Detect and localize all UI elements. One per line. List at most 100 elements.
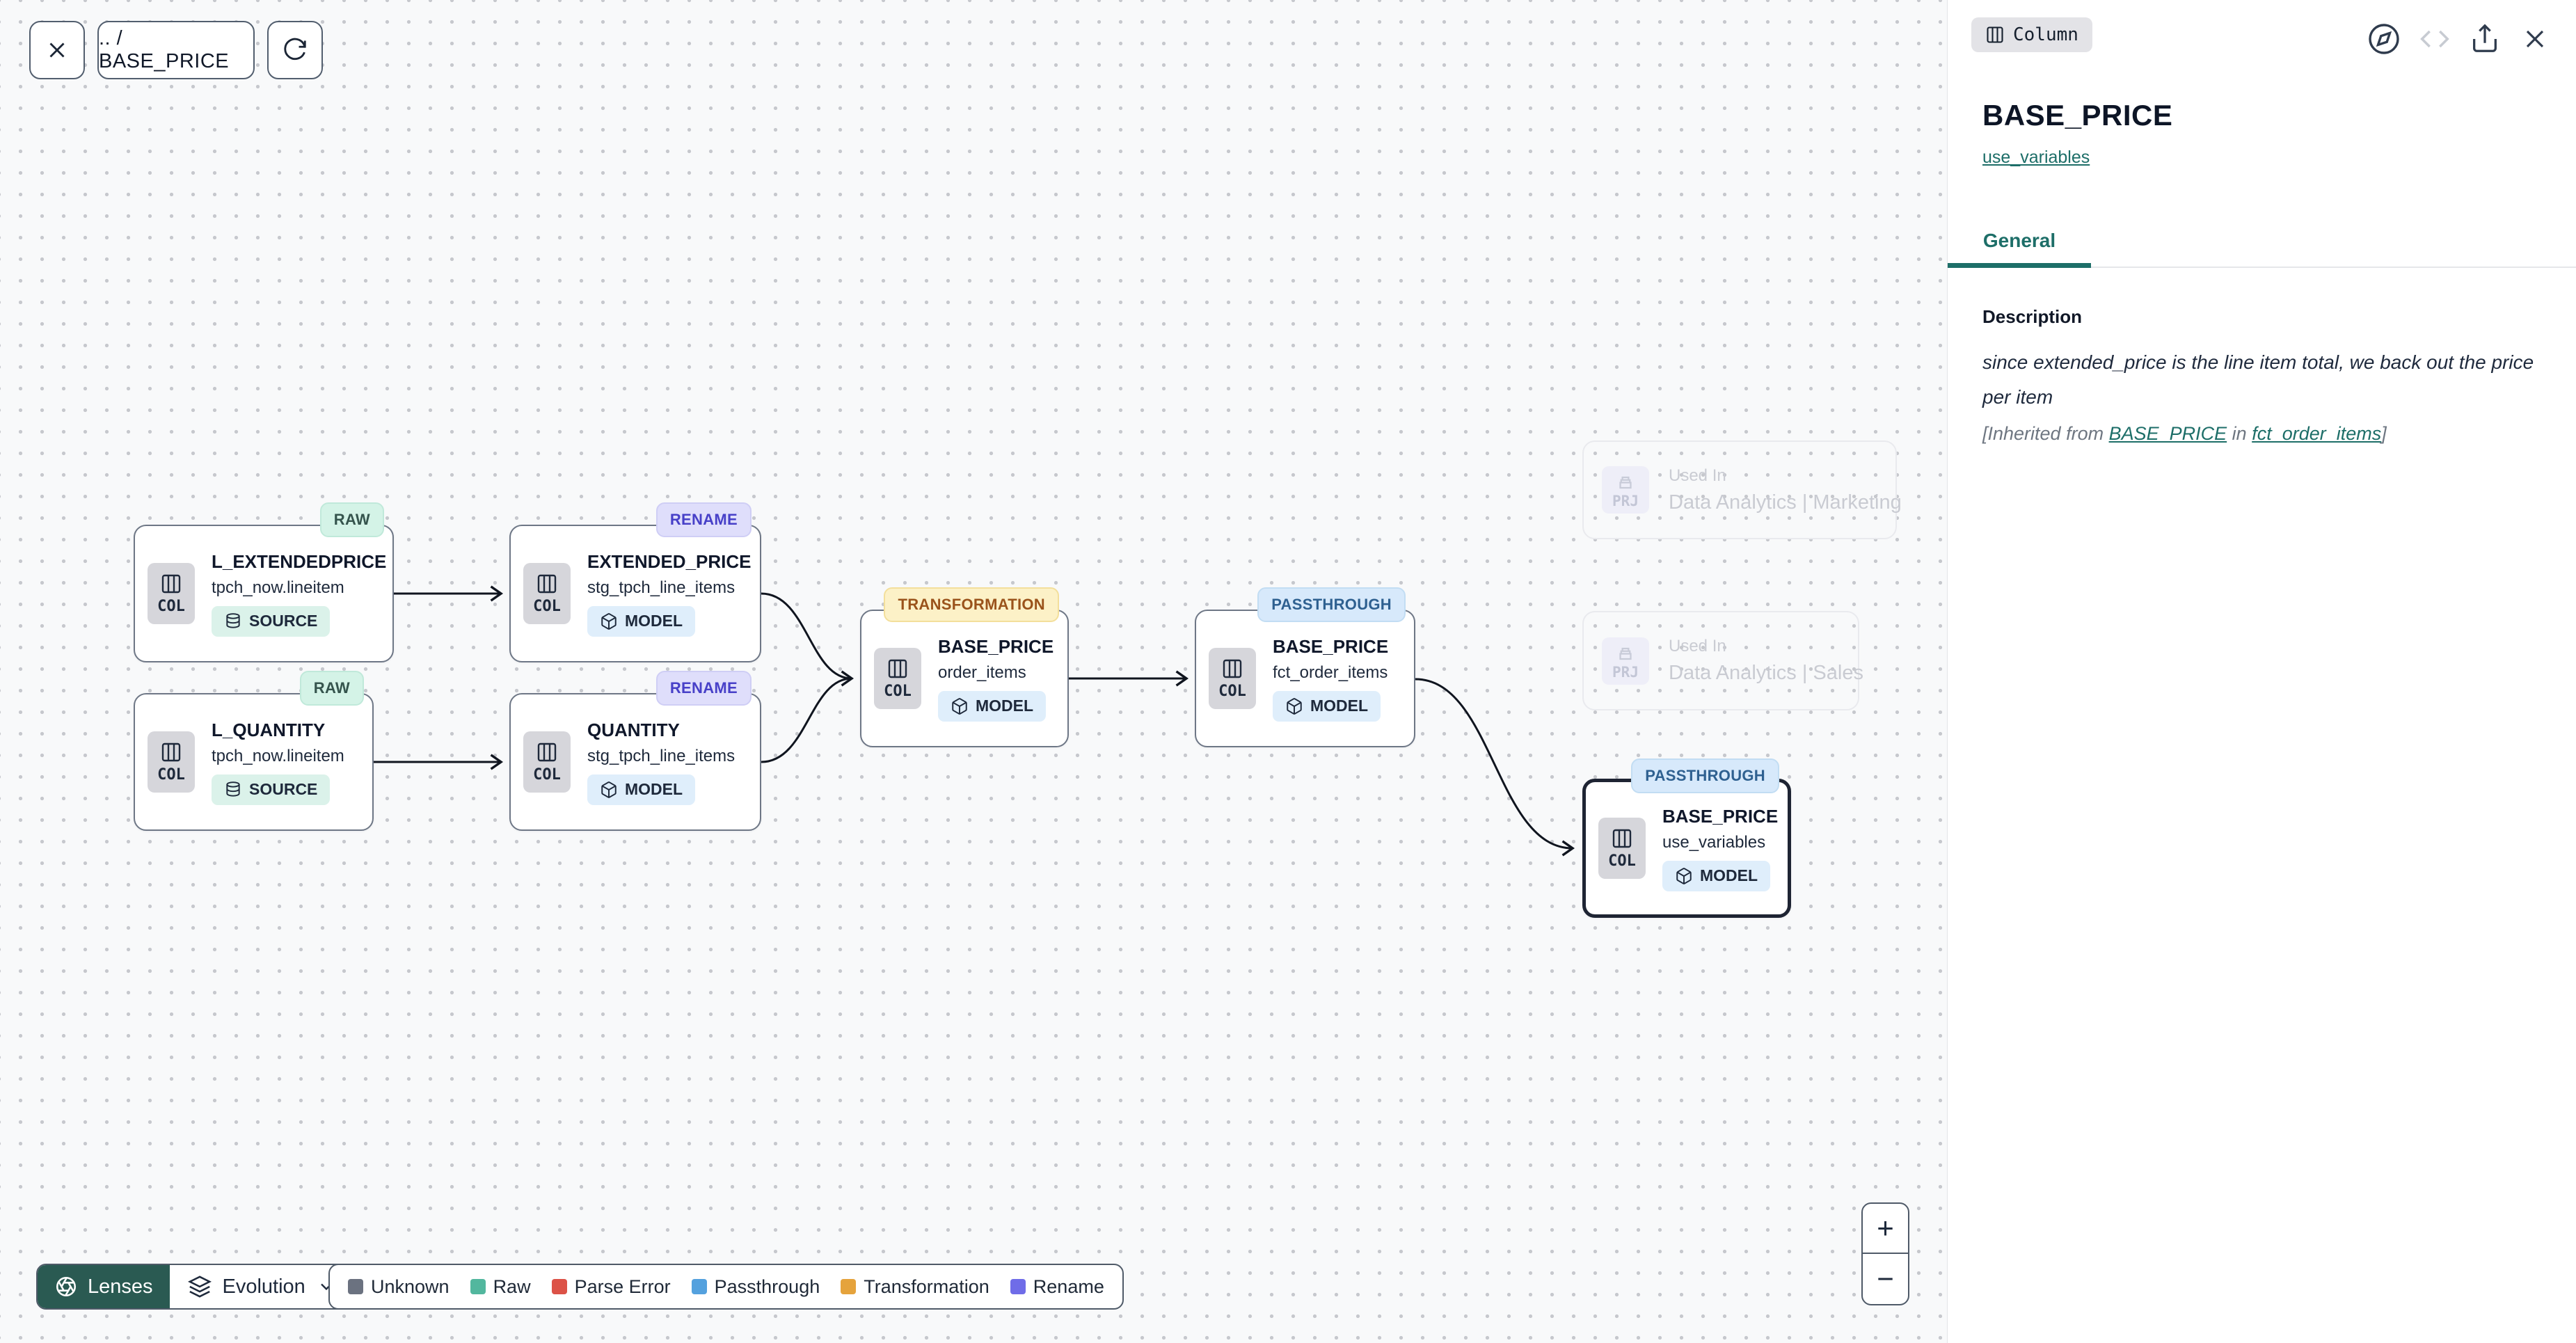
node-subtitle: use_variables (1662, 832, 1766, 852)
columns-icon (161, 574, 181, 593)
legend-item-transformation: Transformation (841, 1276, 989, 1298)
database-icon (226, 781, 240, 797)
zoom-controls: + − (1861, 1202, 1909, 1305)
aperture-icon (56, 1276, 77, 1297)
model-badge: MODEL (1662, 860, 1771, 891)
close-icon (49, 42, 65, 58)
column-type-chip: COL (523, 563, 571, 624)
legend-swatch (470, 1279, 486, 1294)
legend-swatch (551, 1279, 567, 1294)
used-in-node-sales[interactable]: PRJ Used In Data Analytics | Sales (1582, 611, 1863, 710)
legend-swatch (1010, 1279, 1026, 1294)
column-type-chip: COL (1209, 648, 1256, 709)
entity-type-badge: Column (1971, 17, 2092, 52)
panel-tabs: General (1948, 230, 2576, 268)
node-subtitle: tpch_now.lineitem (212, 578, 344, 597)
lenses-button[interactable]: Lenses (38, 1265, 170, 1308)
node-title: EXTENDED_PRICE (587, 550, 752, 572)
node-subtitle: tpch_now.lineitem (212, 746, 344, 765)
share-button[interactable] (2469, 23, 2501, 55)
source-badge: SOURCE (212, 774, 331, 805)
evolution-badge: RENAME (655, 671, 752, 706)
lineage-edges (374, 585, 1575, 857)
layers-icon (187, 1276, 212, 1298)
node-title: BASE_PRICE (1273, 635, 1389, 657)
column-type-chip: COL (1598, 818, 1646, 879)
lineage-node-quantity[interactable]: RENAME COL QUANTITY stg_tpch_line_items … (509, 671, 761, 831)
evolution-badge: RENAME (655, 502, 752, 537)
lineage-node-l-quantity[interactable]: RAW COL L_QUANTITY tpch_now.lineitem SOU… (134, 671, 374, 831)
used-in-name: Data Analytics | Marketing (1669, 491, 1902, 514)
panel-actions (2367, 22, 2550, 56)
columns-icon (537, 574, 557, 593)
lineage-node-extended-price[interactable]: RENAME COL EXTENDED_PRICE stg_tpch_line_… (509, 502, 761, 662)
lineage-node-l-extendedprice[interactable]: RAW COL L_EXTENDEDPRICE tpch_now.lineite… (134, 502, 394, 662)
columns-icon (1223, 659, 1242, 678)
lineage-node-base-price-fct-order-items[interactable]: PASSTHROUGH COL BASE_PRICE fct_order_ite… (1195, 587, 1415, 747)
database-icon (226, 612, 240, 628)
compass-icon (2369, 24, 2399, 54)
cube-icon (1676, 867, 1692, 884)
lineage-canvas[interactable]: .. / BASE_PRICE RAW COL L_EXTENDEDPRICE … (0, 0, 1947, 1343)
explore-button[interactable] (2367, 22, 2401, 56)
cube-icon (601, 781, 617, 798)
close-icon (2526, 30, 2544, 48)
view-code-button[interactable] (2419, 24, 2450, 54)
model-link[interactable]: use_variables (1982, 148, 2090, 167)
zoom-in-button[interactable]: + (1863, 1204, 1908, 1254)
columns-icon (1612, 829, 1632, 848)
breadcrumb-label: .. / BASE_PRICE (99, 27, 230, 72)
used-in-label: Used In (1669, 637, 1726, 655)
source-badge: SOURCE (212, 605, 331, 637)
used-in-node-marketing[interactable]: PRJ Used In Data Analytics | Marketing (1582, 440, 1902, 539)
project-icon (1619, 476, 1632, 489)
columns-icon (1987, 26, 2003, 43)
refresh-button[interactable] (267, 21, 323, 79)
lens-mode-select[interactable]: Evolution (169, 1265, 354, 1308)
model-badge: MODEL (587, 605, 696, 637)
column-type-chip: COL (148, 731, 195, 793)
node-subtitle: fct_order_items (1273, 662, 1388, 682)
node-title: QUANTITY (587, 719, 680, 740)
evolution-badge: PASSTHROUGH (1631, 758, 1779, 793)
cube-icon (1287, 697, 1302, 715)
page-title: BASE_PRICE (1982, 99, 2173, 132)
inherited-column-link[interactable]: BASE_PRICE (2108, 423, 2227, 444)
lineage-node-base-price-use-variables-selected[interactable]: PASSTHROUGH COL BASE_PRICE use_variables… (1582, 758, 1791, 918)
zoom-out-button[interactable]: − (1877, 1262, 1894, 1295)
columns-icon (161, 742, 181, 761)
close-lineage-button[interactable] (29, 21, 85, 79)
legend-item-raw: Raw (470, 1276, 531, 1298)
tab-general[interactable]: General (1948, 230, 2091, 268)
legend-swatch (348, 1279, 363, 1294)
lineage-node-base-price-order-items[interactable]: TRANSFORMATION COL BASE_PRICE order_item… (860, 587, 1069, 747)
model-badge: MODEL (1273, 690, 1381, 722)
column-type-chip: COL (874, 648, 921, 709)
cube-icon (952, 697, 967, 715)
evolution-badge: RAW (299, 671, 364, 706)
close-panel-button[interactable] (2520, 24, 2550, 54)
node-title: BASE_PRICE (938, 635, 1054, 657)
model-badge: MODEL (587, 774, 696, 805)
node-title: L_EXTENDEDPRICE (212, 550, 387, 572)
evolution-badge: RAW (319, 502, 384, 537)
inherited-model-link[interactable]: fct_order_items (2252, 423, 2382, 444)
project-chip: PRJ (1602, 637, 1649, 685)
legend-item-passthrough: Passthrough (691, 1276, 820, 1298)
evolution-badge: PASSTHROUGH (1257, 587, 1406, 622)
project-chip: PRJ (1602, 466, 1649, 514)
column-type-chip: COL (523, 731, 571, 793)
legend-item-rename: Rename (1010, 1276, 1104, 1298)
legend-swatch (841, 1279, 857, 1294)
evolution-badge: TRANSFORMATION (884, 587, 1059, 622)
share-icon (2473, 24, 2497, 52)
code-icon (2420, 30, 2449, 48)
details-panel: Column BASE_PRICE use_variables General … (1947, 0, 2576, 1343)
breadcrumb[interactable]: .. / BASE_PRICE (97, 21, 255, 79)
legend-item-unknown: Unknown (348, 1276, 450, 1298)
node-subtitle: stg_tpch_line_items (587, 746, 736, 765)
evolution-legend: Unknown Raw Parse Error Passthrough Tran… (328, 1264, 1124, 1310)
cube-icon (601, 612, 617, 630)
legend-item-parse-error: Parse Error (551, 1276, 671, 1298)
